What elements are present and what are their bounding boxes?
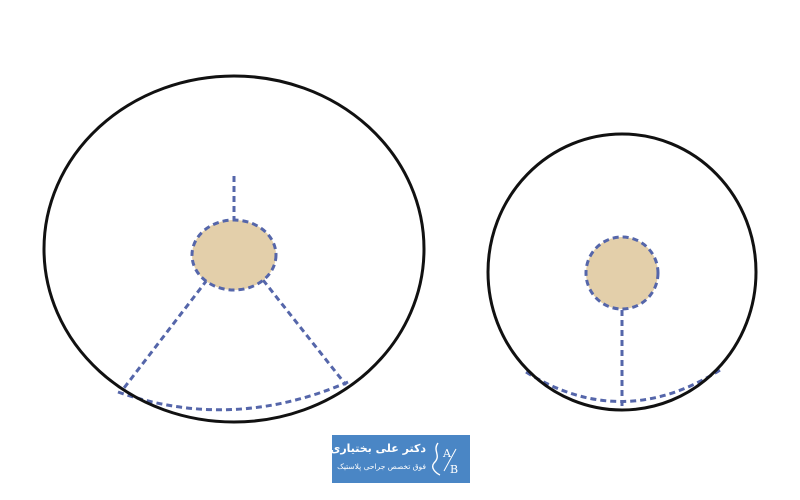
large-right-dashed-line (261, 279, 348, 386)
logo-subtitle: فوق تخصص جراحی پلاستیک (337, 462, 426, 471)
logo-watermark: دکتر علی بختیاری فوق تخصص جراحی پلاستیک … (330, 435, 470, 483)
large-breast-diagram (42, 74, 426, 424)
logo-name: دکتر علی بختیاری (330, 442, 426, 455)
small-breast-outline (486, 132, 758, 412)
large-areola (190, 218, 278, 292)
small-areola (584, 235, 660, 311)
large-left-dashed-line (122, 279, 209, 389)
svg-text:B: B (450, 463, 458, 476)
large-inferior-dashed-arc (117, 380, 349, 412)
svg-text:A: A (442, 447, 452, 460)
small-breast-diagram (486, 132, 758, 412)
logo-monogram-icon: A B (431, 442, 458, 476)
large-breast-outline (42, 74, 426, 424)
